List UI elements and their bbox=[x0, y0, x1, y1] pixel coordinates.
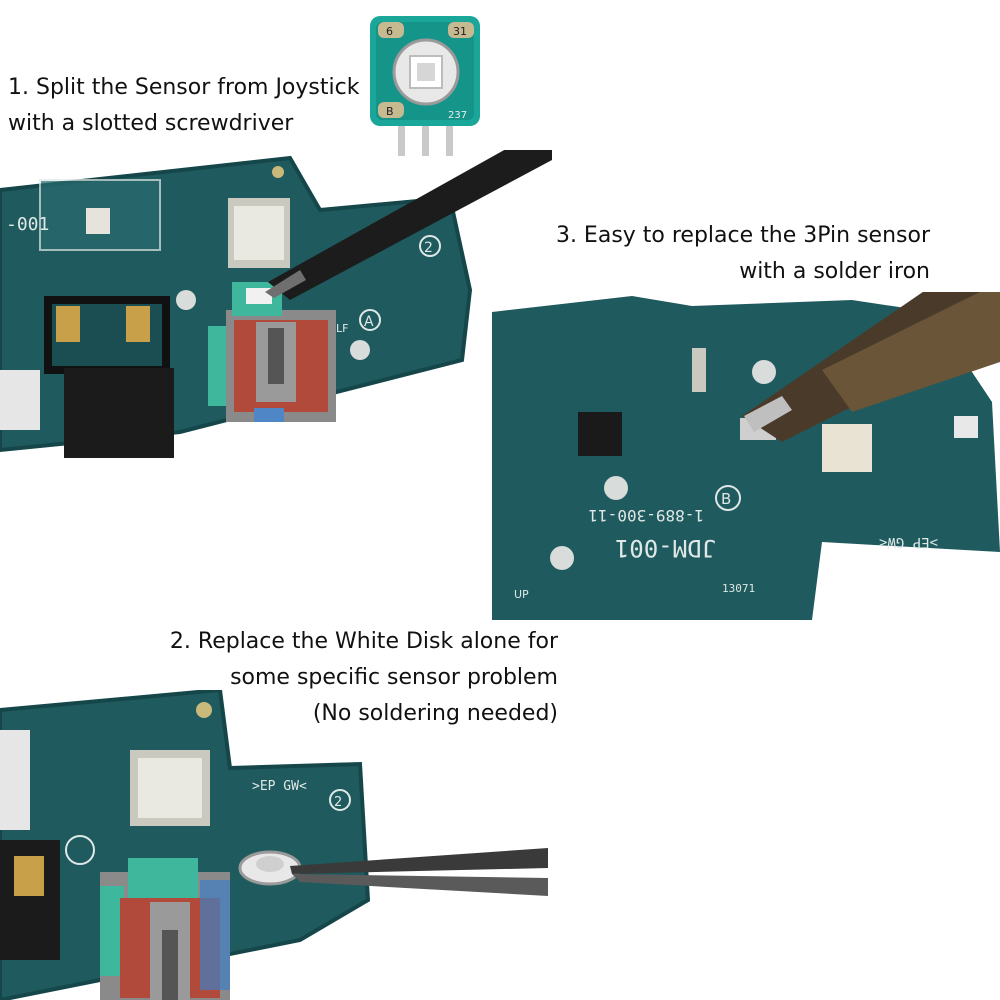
step1-line1: 1. Split the Sensor from Joystick bbox=[8, 75, 360, 100]
board2-ep: >EP GW< bbox=[252, 779, 307, 794]
step1-line2: with a slotted screwdriver bbox=[8, 111, 294, 136]
sensor-mark-bl: B bbox=[386, 105, 394, 118]
step2-line3: (No soldering needed) bbox=[312, 701, 558, 726]
board1-letter: A bbox=[364, 314, 374, 330]
step2-line1: 2. Replace the White Disk alone for bbox=[169, 629, 558, 654]
photo-split-sensor: -001 2 A LF bbox=[0, 150, 552, 470]
step2-caption: 2. Replace the White Disk alone for some… bbox=[170, 624, 558, 732]
step1-caption: 1. Split the Sensor from Joystick with a… bbox=[8, 70, 359, 142]
step3-line2: with a solder iron bbox=[739, 259, 930, 284]
step3-caption: 3. Easy to replace the 3Pin sensor with … bbox=[556, 218, 930, 290]
board3-up: UP bbox=[514, 588, 529, 601]
board1-lf: LF bbox=[336, 322, 348, 335]
board3-model: JDM-001 bbox=[615, 534, 716, 562]
board1-code: -001 bbox=[6, 214, 49, 235]
board2-circle-label: 2 bbox=[334, 795, 342, 810]
photo-solder-iron: B 1-889-300-11 JDM-001 >EP GW< 13071 UP bbox=[492, 292, 1000, 620]
board3-ep: >EP GW< bbox=[879, 534, 938, 550]
step3-line1: 3. Easy to replace the 3Pin sensor bbox=[555, 223, 930, 248]
board3-date: 13071 bbox=[722, 582, 755, 595]
sensor-photo: 6 31 B 237 bbox=[368, 14, 484, 160]
sensor-mark-tr: 31 bbox=[453, 25, 467, 38]
sensor-mark-br: 237 bbox=[448, 110, 467, 121]
board3-part: 1-889-300-11 bbox=[588, 506, 704, 525]
step2-line2: some specific sensor problem bbox=[230, 665, 558, 690]
board3-circle-label: B bbox=[721, 490, 731, 508]
sensor-mark-tl: 6 bbox=[386, 25, 393, 38]
board1-circle-label: 2 bbox=[424, 240, 433, 256]
photo-white-disk: 2 >EP GW< bbox=[0, 690, 552, 1000]
